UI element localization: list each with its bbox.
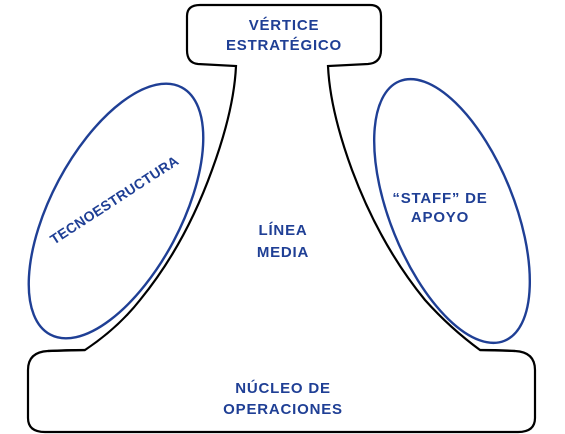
support-staff-label-line1: “STAFF” DE [392,190,487,207]
middle-line-label-line2: MEDIA [257,244,309,261]
operating-core-label-line2: OPERACIONES [223,401,343,418]
strategic-apex-shape [26,3,537,434]
operating-core-top-edge [47,348,516,353]
middle-line-label-line1: LÍNEA [259,222,308,239]
technostructure-ellipse [27,82,205,340]
support-staff-ellipse [372,77,532,345]
apex-label-line2: ESTRATÉGICO [226,37,342,54]
operating-core-label-line1: NÚCLEO DE [235,379,331,397]
apex-label-line1: VÉRTICE [249,17,320,34]
support-staff-label-line2: APOYO [411,209,469,226]
